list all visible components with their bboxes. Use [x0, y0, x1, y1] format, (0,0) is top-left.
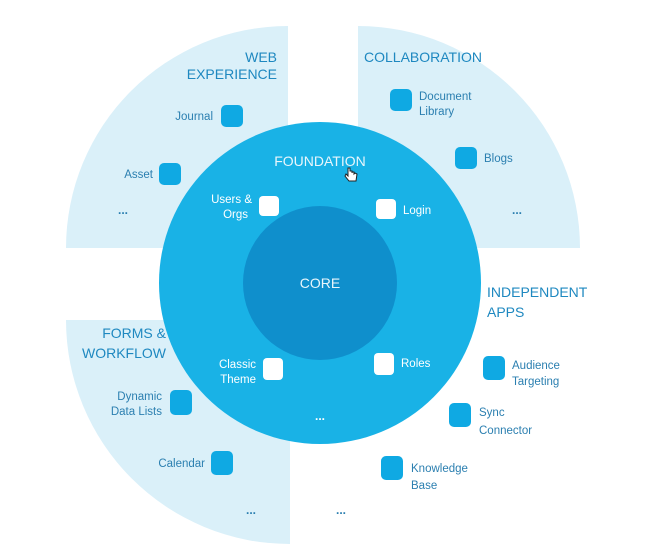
module-calendar-icon[interactable]: [211, 451, 233, 475]
module-asset-label: Asset: [124, 169, 154, 181]
module-blogs-label: Blogs: [484, 153, 513, 165]
module-journal-icon[interactable]: [221, 105, 243, 127]
module-knowledge-base-icon[interactable]: [381, 456, 403, 480]
module-users-orgs-icon[interactable]: [259, 196, 279, 216]
module-roles-icon[interactable]: [374, 353, 394, 375]
module-document-library-icon[interactable]: [390, 89, 412, 111]
module-sync-connector-icon[interactable]: [449, 403, 471, 427]
foundation-title: FOUNDATION: [274, 153, 366, 169]
web-experience-more: ...: [118, 203, 128, 217]
forms-workflow-title: FORMS &WORKFLOW: [82, 325, 167, 361]
independent-apps-more: ...: [336, 503, 346, 517]
module-roles-label: Roles: [401, 358, 431, 370]
module-audience-targeting-icon[interactable]: [483, 356, 505, 380]
module-asset-icon[interactable]: [159, 163, 181, 185]
core-circle: [243, 206, 397, 360]
foundation-more: ...: [315, 409, 325, 423]
forms-workflow-more: ...: [246, 503, 256, 517]
collaboration-title: COLLABORATION: [364, 49, 482, 65]
module-blogs-icon[interactable]: [455, 147, 477, 169]
hand-cursor-icon: [344, 167, 358, 182]
module-login-label: Login: [403, 205, 431, 217]
module-login-icon[interactable]: [376, 199, 396, 219]
core-title: CORE: [300, 275, 340, 291]
module-users-orgs-label: Users &Orgs: [211, 194, 252, 221]
module-journal-label: Journal: [175, 111, 213, 123]
collaboration-more: ...: [512, 203, 522, 217]
module-dynamic-data-lists-icon[interactable]: [170, 390, 192, 415]
module-calendar-label: Calendar: [158, 458, 205, 470]
module-classic-theme-icon[interactable]: [263, 358, 283, 380]
